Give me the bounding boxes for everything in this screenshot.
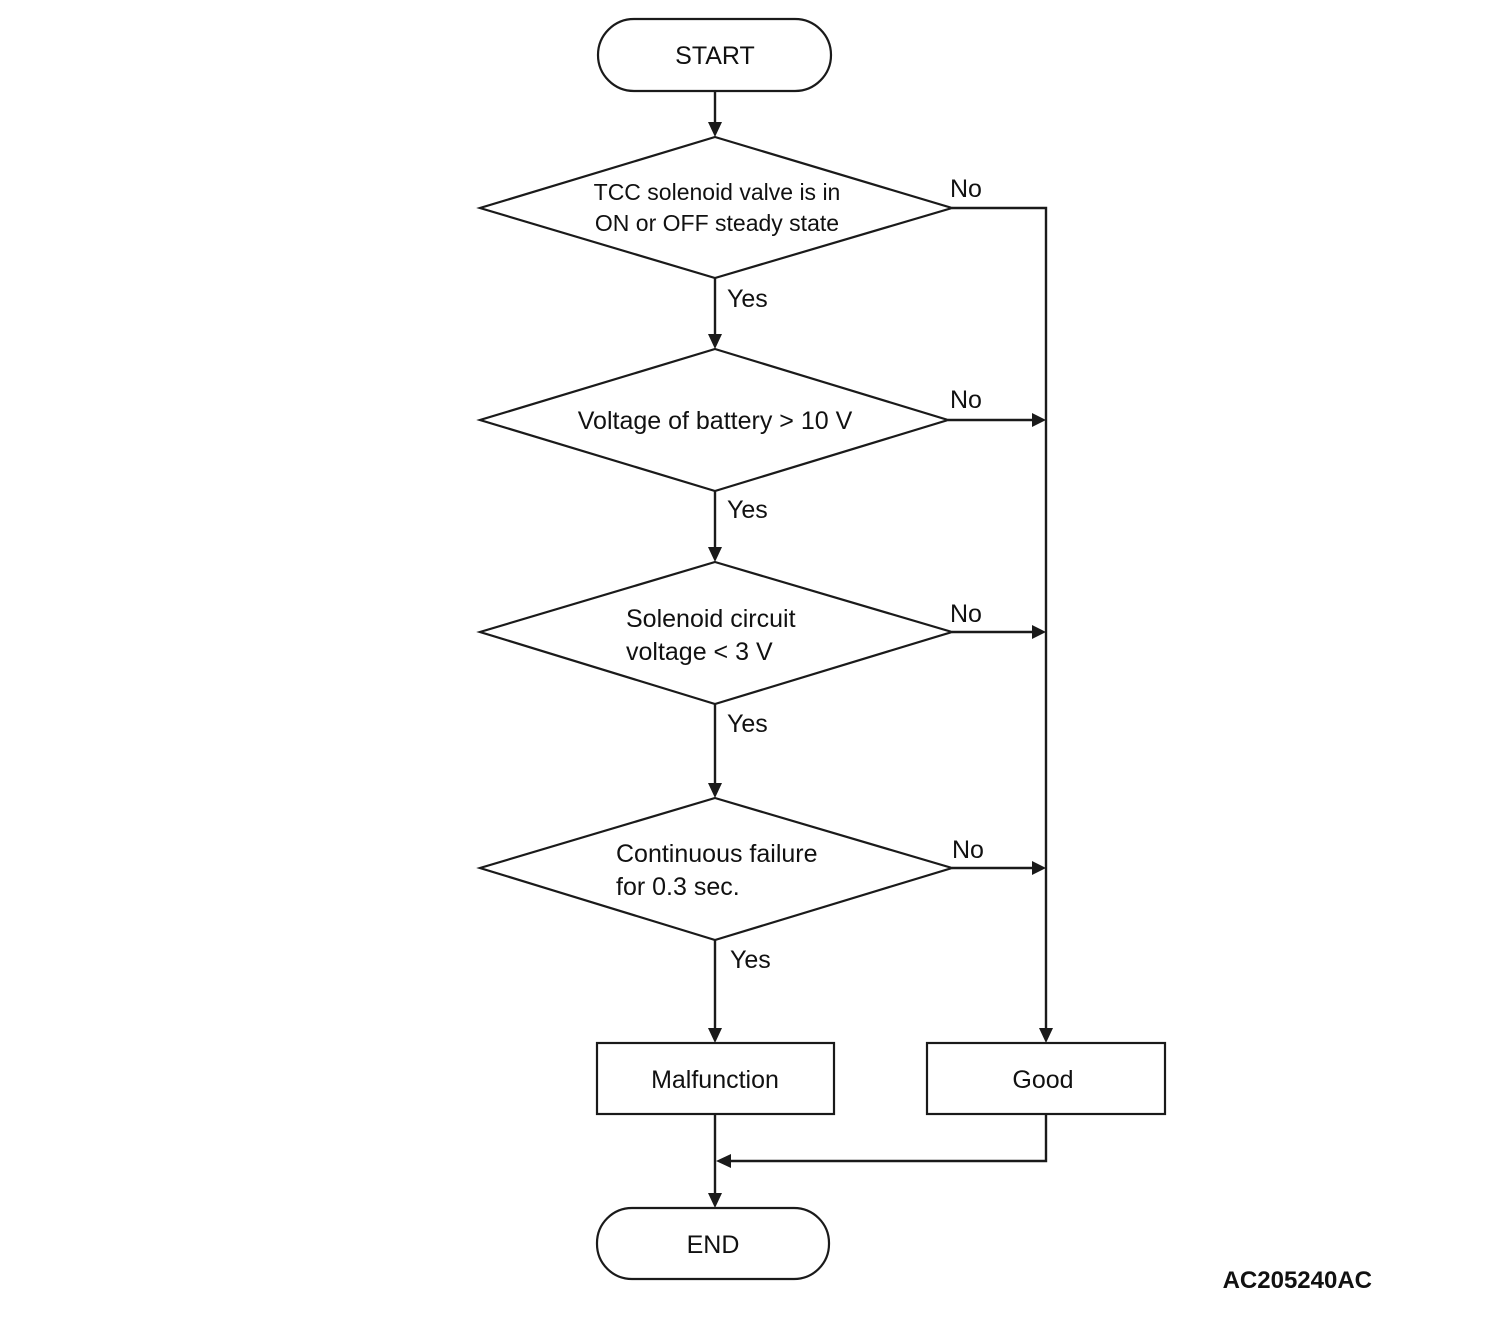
decision-2-no-label: No [950, 386, 982, 414]
decision-1-label-line-2: ON or OFF steady state [595, 210, 839, 236]
arrowhead-down-decision-3 [708, 547, 722, 562]
decision-2-label-line-1: Voltage of battery > 10 V [578, 407, 853, 435]
good-box: Good [925, 1041, 1167, 1116]
malfunction-label: Malfunction [651, 1066, 779, 1094]
arrowheads [708, 122, 1053, 1208]
arrowhead-right-decision-4-no [1032, 861, 1046, 875]
arrowhead-down-good [1039, 1028, 1053, 1043]
arrowhead-down-decision-2 [708, 334, 722, 349]
start-label: START [675, 42, 755, 70]
connector-decision-1-no [952, 206, 1048, 1028]
figure-code: AC205240AC [1223, 1267, 1372, 1294]
decision-4-yes-label: Yes [730, 946, 771, 974]
decision-2: Voltage of battery > 10 V [476, 347, 952, 493]
decision-3-label-line-2: voltage < 3 V [626, 638, 773, 666]
end-label: END [687, 1231, 740, 1259]
decision-2-yes-label: Yes [727, 496, 768, 524]
decision-4-no-label: No [952, 836, 984, 864]
decision-3-no-label: No [950, 600, 982, 628]
decision-1-yes-label: Yes [727, 285, 768, 313]
end-terminal: END [595, 1206, 831, 1281]
start-terminal: START [596, 17, 833, 93]
decision-3-yes-label: Yes [727, 710, 768, 738]
arrowhead-right-decision-3-no [1032, 625, 1046, 639]
arrowhead-down-end [708, 1193, 722, 1208]
decision-4: Continuous failure for 0.3 sec. [476, 796, 956, 942]
decision-3: Solenoid circuit voltage < 3 V [476, 560, 956, 706]
decision-1: TCC solenoid valve is in ON or OFF stead… [476, 135, 956, 280]
malfunction-box: Malfunction [595, 1041, 836, 1116]
connector-good-to-merge [731, 1114, 1048, 1163]
decision-3-label-line-1: Solenoid circuit [626, 605, 796, 633]
decision-1-label-line-1: TCC solenoid valve is in [594, 179, 841, 205]
good-label: Good [1012, 1066, 1073, 1094]
connectors [713, 91, 1048, 1193]
arrowhead-down-decision-4 [708, 783, 722, 798]
arrowhead-down-decision-1 [708, 122, 722, 137]
arrowhead-left-merge [716, 1154, 731, 1168]
decision-4-label-line-1: Continuous failure [616, 840, 818, 868]
decision-4-label-line-2: for 0.3 sec. [616, 873, 740, 901]
arrowhead-down-malfunction [708, 1028, 722, 1043]
arrowhead-right-decision-2-no [1032, 413, 1046, 427]
decision-1-no-label: No [950, 175, 982, 203]
